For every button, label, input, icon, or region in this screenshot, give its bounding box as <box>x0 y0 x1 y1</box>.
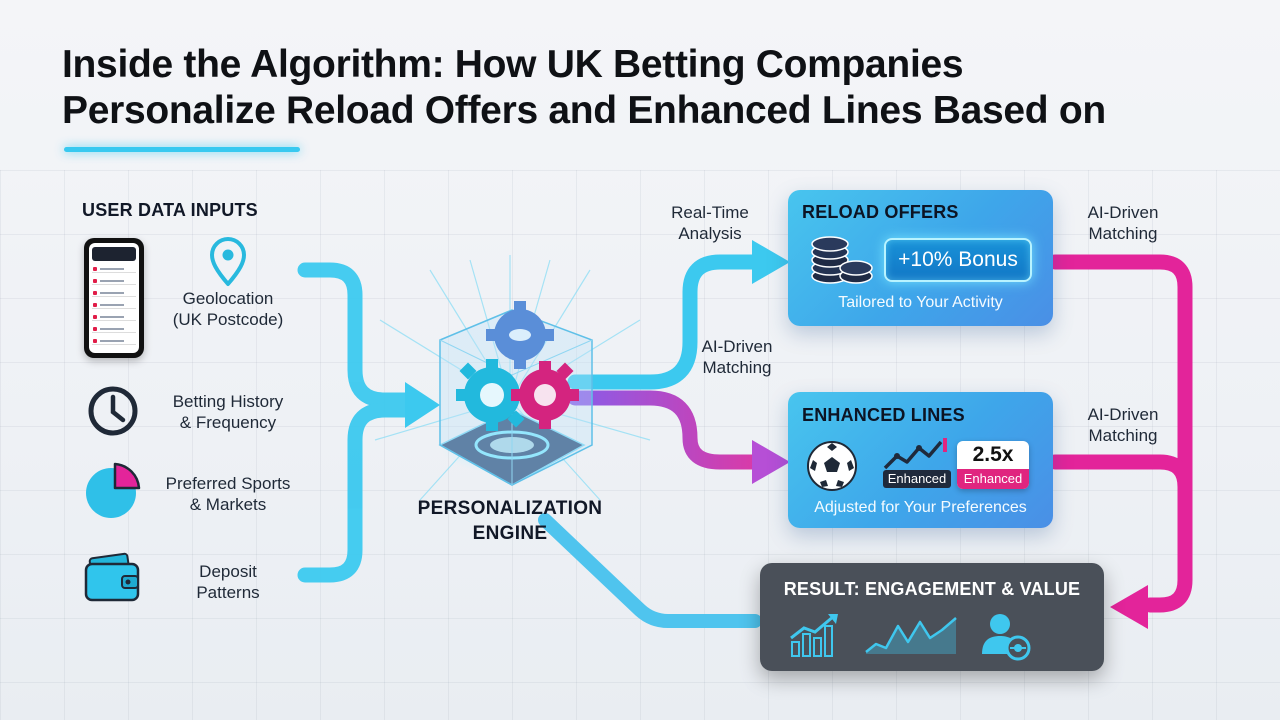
trend-chart-icon <box>883 438 947 470</box>
poker-chips-icon <box>811 236 873 284</box>
flow-deposit <box>297 402 418 583</box>
clock-icon <box>88 386 138 436</box>
area-wave-icon <box>865 617 957 654</box>
growth-bars-icon <box>790 614 838 657</box>
input-label-preferred-sports: Preferred Sports & Markets <box>165 474 291 514</box>
boost-badge: 2.5x Enhanced <box>957 441 1029 489</box>
flow-engine-result <box>538 513 762 628</box>
reload-offers-title: RELOAD OFFERS <box>802 202 959 222</box>
flow-enhanced-result <box>1047 454 1193 495</box>
gears-cube-icon <box>438 301 593 486</box>
title-line-2: Personalize Reload Offers and Enhanced L… <box>62 89 1106 132</box>
boost-value: 2.5x <box>972 443 1014 466</box>
reload-offers-subtitle: Tailored to Your Activity <box>838 294 1003 311</box>
flow-geolocation <box>297 262 418 408</box>
flow-label-realtime: Real-Time Analysis <box>671 203 749 243</box>
flow-label-ai-mid-right: AI-Driven Matching <box>1087 405 1159 445</box>
user-gear-icon <box>982 614 1031 661</box>
result-title: RESULT: ENGAGEMENT & VALUE <box>783 579 1081 599</box>
phone-app-icon <box>84 238 144 358</box>
arrowhead-enhanced <box>752 440 790 484</box>
boost-tag: Enhanced <box>957 469 1029 489</box>
arrowhead-result <box>1110 585 1148 629</box>
bonus-badge: +10% Bonus <box>884 238 1032 282</box>
flow-engine-reload <box>567 254 763 390</box>
enhanced-tag: Enhanced <box>883 470 951 488</box>
location-pin-icon <box>210 237 246 286</box>
input-label-betting-history: Betting History & Frequency <box>172 392 284 432</box>
enhanced-lines-subtitle: Adjusted for Your Preferences <box>814 499 1027 516</box>
enhanced-lines-title: ENHANCED LINES <box>802 405 965 425</box>
pie-chart-icon <box>86 462 141 518</box>
title-underline <box>64 147 300 152</box>
input-label-geolocation: Geolocation (UK Postcode) <box>172 289 284 329</box>
flow-reload-result <box>1047 254 1193 613</box>
page-title: Inside the Algorithm: How UK Betting Com… <box>62 42 1242 134</box>
input-label-deposit-patterns: Deposit Patterns <box>196 562 260 602</box>
flow-label-ai-top-right: AI-Driven Matching <box>1087 203 1159 243</box>
soccer-ball-icon <box>807 441 857 491</box>
arrowhead-engine-in <box>405 382 440 428</box>
inputs-heading: USER DATA INPUTS <box>82 200 258 220</box>
title-line-1: Inside the Algorithm: How UK Betting Com… <box>62 43 964 86</box>
arrowhead-reload <box>752 240 790 284</box>
engine-label: PERSONALIZATION ENGINE <box>417 498 603 544</box>
flow-engine-enhanced <box>567 390 763 470</box>
flow-label-ai-center: AI-Driven Matching <box>701 337 773 377</box>
result-card: RESULT: ENGAGEMENT & VALUE <box>760 563 1104 671</box>
wallet-icon <box>84 552 140 602</box>
